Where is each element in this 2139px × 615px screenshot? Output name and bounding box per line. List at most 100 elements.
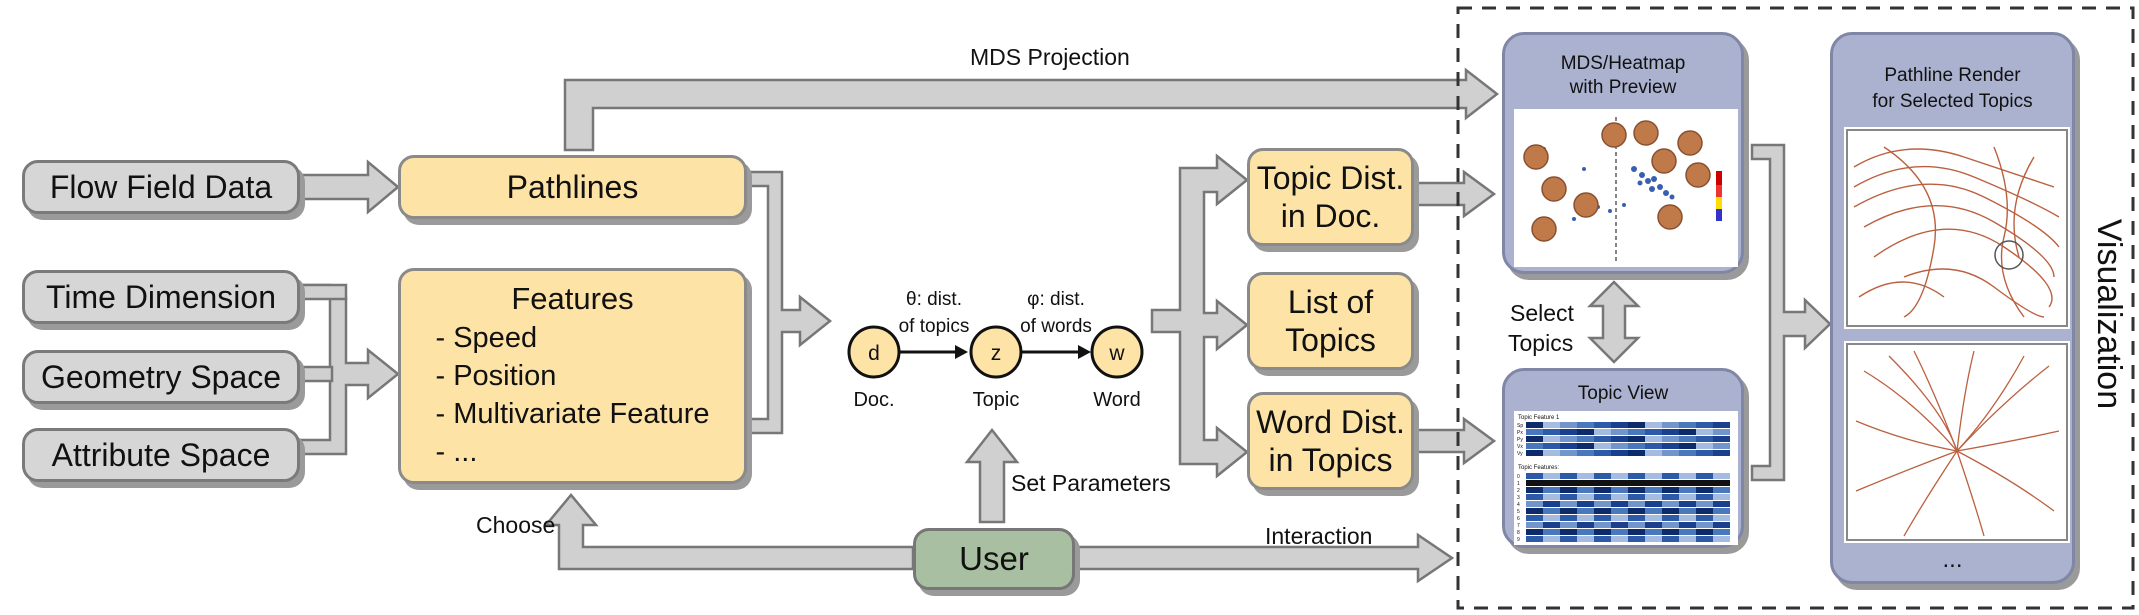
heatmap-cell [1543, 450, 1560, 456]
heatmap-cell [1628, 473, 1645, 479]
geometry-stub [298, 365, 334, 383]
heatmap-cell [1628, 450, 1645, 456]
time-dimension-label: Time Dimension [46, 278, 276, 315]
heatmap-cell [1713, 487, 1730, 493]
heatmap-cell [1594, 508, 1611, 514]
mds-projection-arrow [563, 67, 1500, 152]
topic-dist-line2: in Doc. [1280, 198, 1381, 234]
heatmap-cell [1611, 443, 1628, 449]
heatmap-cell [1713, 529, 1730, 535]
heatmap-cell [1696, 515, 1713, 521]
heatmap-cell [1560, 494, 1577, 500]
node-w-symbol: w [1108, 342, 1125, 365]
heatmap-cell [1526, 529, 1543, 535]
mds-projection-label: MDS Projection [970, 44, 1130, 70]
heatmap-cell [1543, 536, 1560, 542]
heatmap-cell [1560, 473, 1577, 479]
features-box: Features - Speed - Position - Multivaria… [398, 268, 747, 484]
heatmap-cell [1594, 501, 1611, 507]
heatmap-cell [1645, 422, 1662, 428]
heatmap-cell [1543, 529, 1560, 535]
heatmap-cell [1679, 450, 1696, 456]
pathlines-box: Pathlines [398, 155, 747, 219]
flow-field-data-box: Flow Field Data [22, 160, 300, 214]
heatmap-cell [1577, 480, 1594, 486]
heatmap-cell [1577, 529, 1594, 535]
heatmap-cell [1526, 494, 1543, 500]
heatmap-cell [1611, 529, 1628, 535]
heatmap-cell [1526, 450, 1543, 456]
attribute-space-box: Attribute Space [22, 428, 300, 482]
word-dist-line1: Word Dist. [1256, 404, 1405, 440]
pathline-render-top [1844, 127, 2070, 329]
heatmap-cell [1577, 501, 1594, 507]
heatmap-cell [1594, 529, 1611, 535]
heatmap-cell [1577, 473, 1594, 479]
heatmap-row-label: 3 [1517, 495, 1520, 501]
heatmap-cell [1628, 436, 1645, 442]
heatmap-cell [1679, 508, 1696, 514]
heatmap-cell [1611, 422, 1628, 428]
heatmap-cell [1696, 536, 1713, 542]
word-dist-box: Word Dist. in Topics [1247, 392, 1414, 490]
heatmap-cell [1611, 522, 1628, 528]
heatmap-cell [1662, 422, 1679, 428]
heatmap-cell [1679, 443, 1696, 449]
heatmap-cell [1679, 536, 1696, 542]
heatmap-cell [1594, 450, 1611, 456]
heatmap-cell [1577, 443, 1594, 449]
heatmap-cell [1696, 450, 1713, 456]
heatmap-cell [1696, 436, 1713, 442]
heatmap-cell [1662, 450, 1679, 456]
heatmap-cell [1696, 529, 1713, 535]
heatmap-cell [1560, 436, 1577, 442]
heatmap-cell [1560, 536, 1577, 542]
heatmap-cell [1594, 515, 1611, 521]
heatmap-cell [1645, 473, 1662, 479]
inputs-to-features-arrow [298, 283, 401, 456]
heatmap-cell [1662, 515, 1679, 521]
features-list: - Speed - Position - Multivariate Featur… [436, 319, 710, 471]
heatmap-cell [1594, 522, 1611, 528]
heatmap-cell [1662, 522, 1679, 528]
heatmap-cell [1526, 473, 1543, 479]
heatmap-cell [1526, 536, 1543, 542]
heatmap-cell [1611, 473, 1628, 479]
heatmap-cell [1543, 473, 1560, 479]
node-d-symbol: d [868, 342, 880, 365]
heatmap-cell [1526, 522, 1543, 528]
node-d-caption: Doc. [853, 389, 894, 411]
heatmap-cell [1560, 480, 1577, 486]
choose-label: Choose [476, 512, 556, 538]
heatmap-cell [1543, 522, 1560, 528]
heatmap-cell [1577, 522, 1594, 528]
heatmap-cell [1543, 501, 1560, 507]
heatmap-cell [1628, 480, 1645, 486]
heatmap-cell [1679, 429, 1696, 435]
heatmap-cell [1696, 508, 1713, 514]
heatmap-cell [1628, 494, 1645, 500]
geometry-space-label: Geometry Space [40, 358, 282, 395]
topic-features-label: Topic Features: [1518, 465, 1559, 471]
heatmap-cell [1543, 436, 1560, 442]
heatmap-cell [1679, 515, 1696, 521]
heatmap-cell [1526, 422, 1543, 428]
render-title-1: Pathline Render [1884, 65, 2021, 86]
mds-heatmap-panel: MDS/Heatmap with Preview [1502, 32, 1744, 274]
heatmap-cell [1628, 515, 1645, 521]
heatmap-row-label: 5 [1517, 509, 1520, 515]
heatmap-cell [1679, 473, 1696, 479]
heatmap-cell [1560, 501, 1577, 507]
heatmap-cell [1611, 450, 1628, 456]
heatmap-cell [1526, 429, 1543, 435]
heatmap-cell [1696, 480, 1713, 486]
heatmap-row-label: 0 [1517, 474, 1520, 480]
heatmap-cell [1645, 522, 1662, 528]
heatmap-cell [1713, 473, 1730, 479]
heatmap-row-label: 7 [1517, 523, 1520, 529]
heatmap-cell [1577, 536, 1594, 542]
heatmap-cell [1679, 529, 1696, 535]
heatmap-cell [1645, 487, 1662, 493]
heatmap-cell [1662, 487, 1679, 493]
heatmap-cell [1526, 508, 1543, 514]
